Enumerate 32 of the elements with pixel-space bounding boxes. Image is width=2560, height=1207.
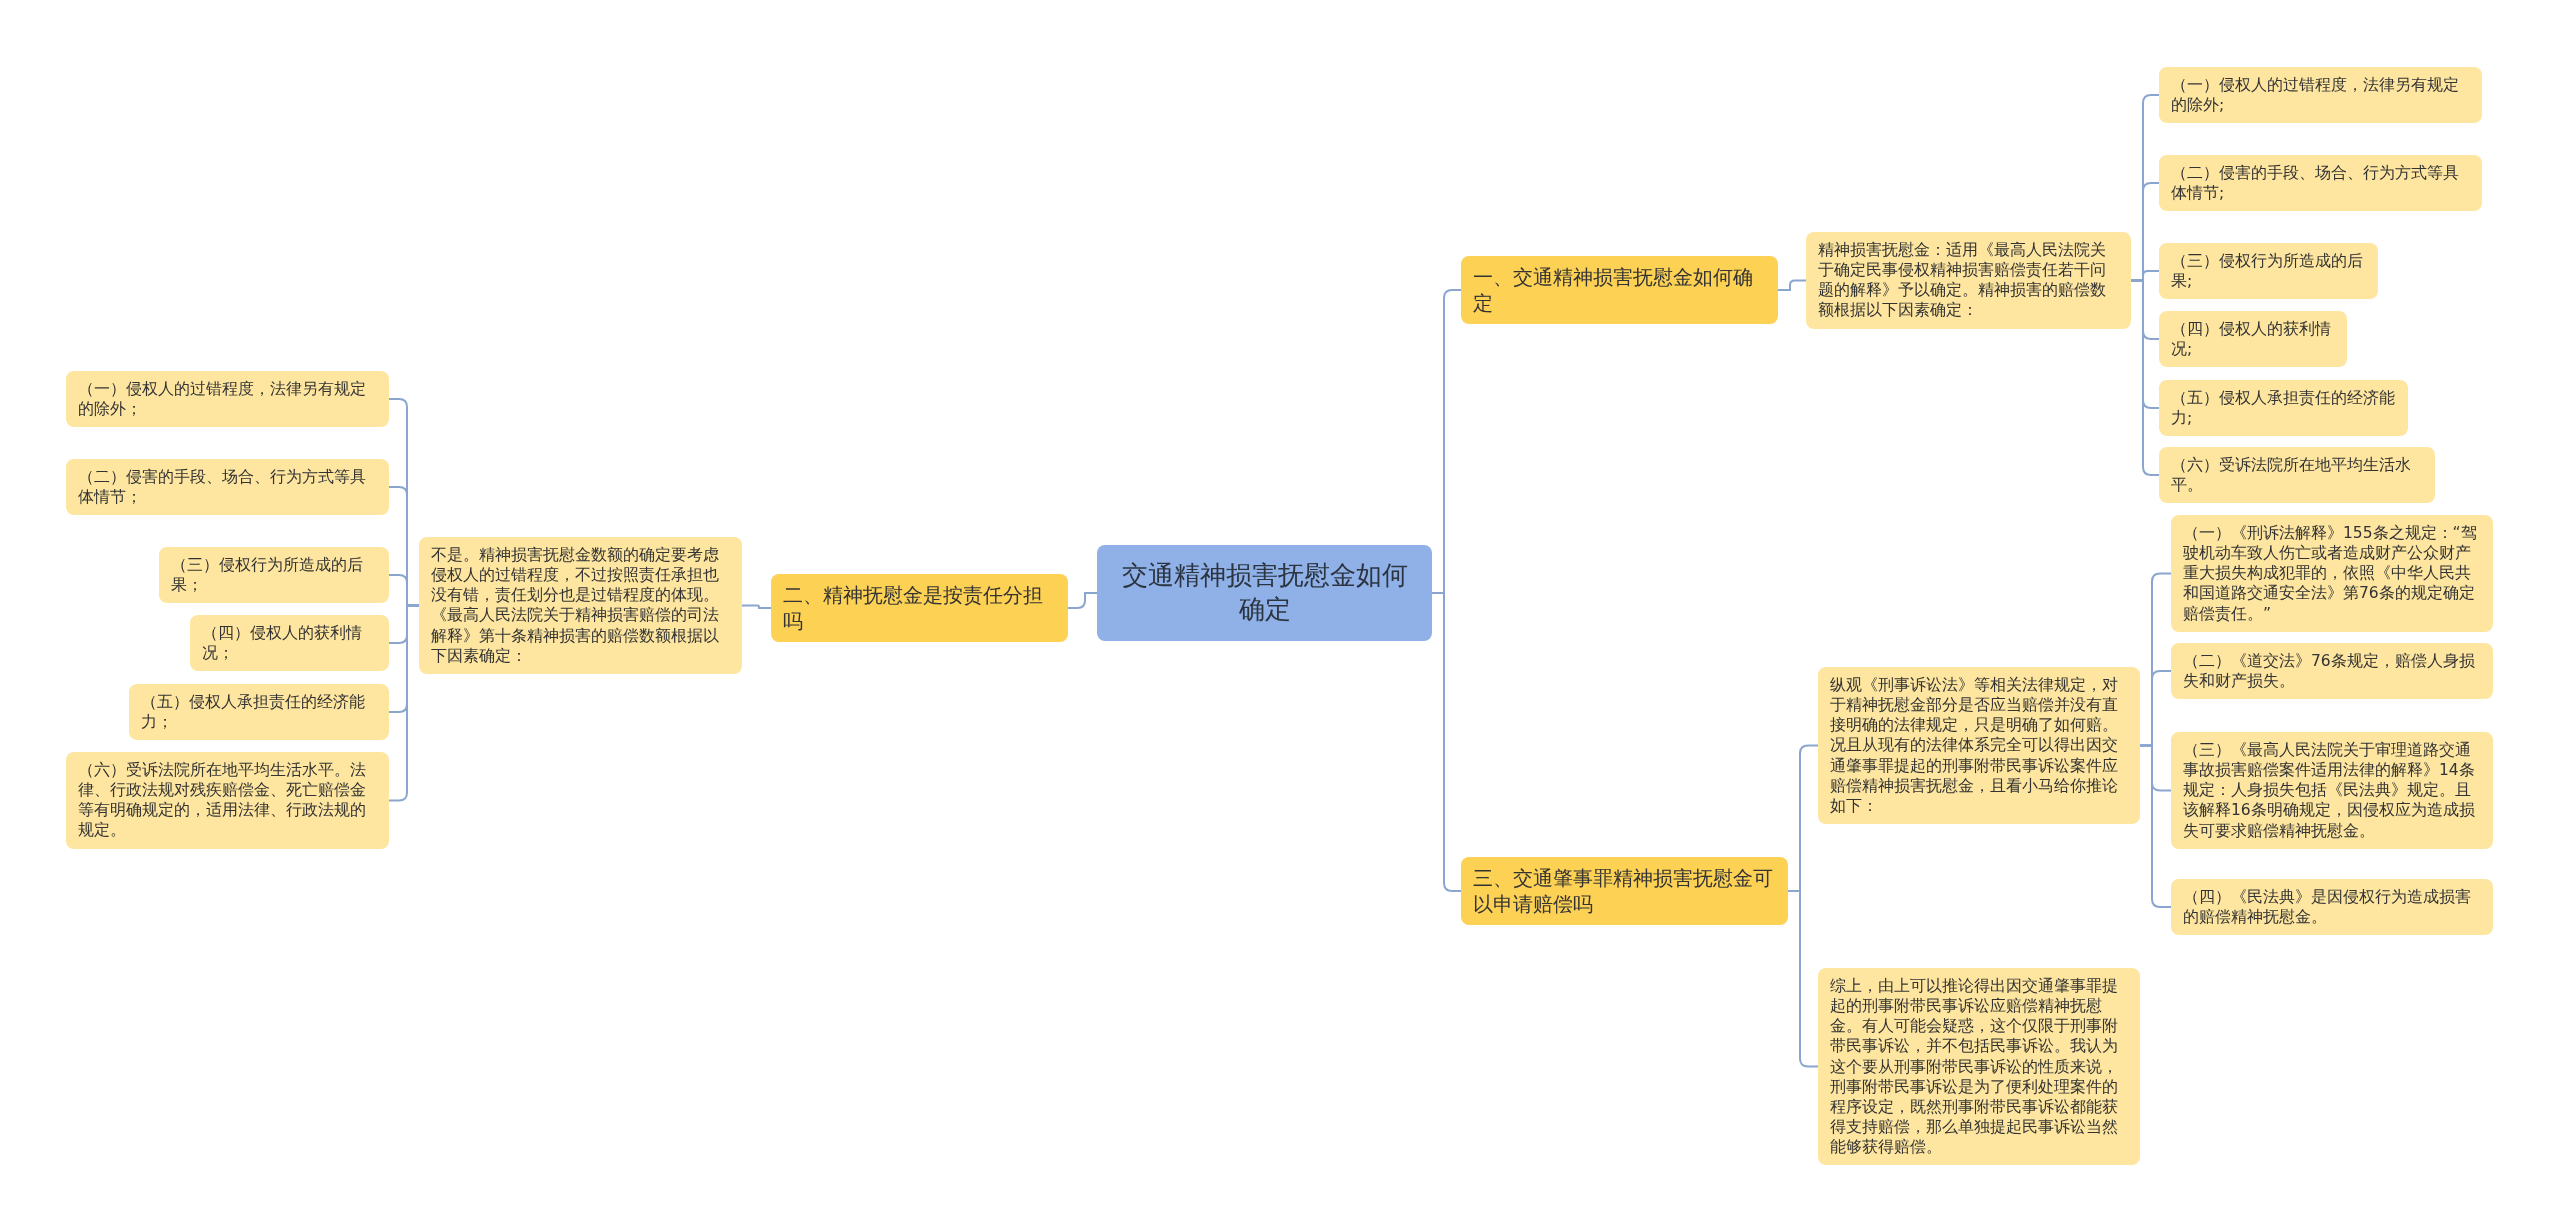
connector-line (2130, 279, 2160, 476)
subtopic-box: （六）受诉法院所在地平均生活水平。 (2159, 447, 2435, 504)
subtopic-box: （四）《民法典》是因侵权行为造成损害的赔偿精神抚慰金。 (2171, 879, 2493, 936)
subtopic-box: （三）侵权行为所造成的后果； (159, 547, 389, 604)
connector-line (388, 604, 420, 802)
subtopic-box: 精神损害抚慰金：适用《最高人民法院关于确定民事侵权精神损害赔偿责任若干问题的解释》予以确定。精神损害的赔偿数额根据以下因素确定： (1806, 232, 2131, 329)
subtopic-box: （二）《道交法》76条规定，赔偿人身损失和财产损失。 (2171, 643, 2493, 700)
connector-line (2139, 744, 2172, 908)
branch-topic-box: 二、精神抚慰金是按责任分担吗 (771, 574, 1068, 642)
connector-line (741, 604, 772, 609)
subtopic-box: （五）侵权人承担责任的经济能力; (2159, 380, 2408, 437)
subtopic-box: 纵观《刑事诉讼法》等相关法律规定，对于精神抚慰金部分是否应当赔偿并没有直接明确的法律规定，只是明确了如何赔。况且从现有的法律体系完全可以得出因交通肇事罪提起的刑事附带民事诉讼案件应赔偿精神损害抚慰金，且看小马给你推论如下： (1818, 667, 2140, 824)
branch-topic-box: 一、交通精神损害抚慰金如何确定 (1461, 256, 1778, 324)
connector-line (1067, 592, 1098, 609)
subtopic-box: （三）《最高人民法院关于审理道路交通事故损害赔偿案件适用法律的解释》14条规定：人身损失包括《民法典》规定。且该解释16条明确规定，因侵权应为造成损失可要求赔偿精神抚慰金。 (2171, 732, 2493, 849)
subtopic-box: （二）侵害的手段、场合、行为方式等具体情节; (2159, 155, 2482, 212)
subtopic-box: （四）侵权人的获利情况； (190, 615, 389, 672)
branch-topic-box: 三、交通肇事罪精神损害抚慰金可以申请赔偿吗 (1461, 857, 1788, 925)
connector-line (1787, 890, 1819, 1068)
subtopic-box: 不是。精神损害抚慰金数额的确定要考虑侵权人的过错程度，不过按照责任承担也没有错，责任划分也是过错程度的体现。《最高人民法院关于精神损害赔偿的司法解释》第十条精神损害的赔偿数额根据以下因素确定： (419, 537, 742, 674)
subtopic-box: （一）《刑诉法解释》155条之规定：“驾驶机动车致人伤亡或者造成财产公众财产重大损失构成犯罪的，依照《中华人民共和国道路交通安全法》第76条的规定确定赔偿责任。” (2171, 515, 2493, 632)
connector-line (1431, 592, 1462, 892)
subtopic-box: （一）侵权人的过错程度，法律另有规定的除外; (2159, 67, 2482, 124)
subtopic-box: （三）侵权行为所造成的后果; (2159, 243, 2378, 300)
subtopic-box: 综上，由上可以推论得出因交通肇事罪提起的刑事附带民事诉讼应赔偿精神抚慰金。有人可能会疑惑，这个仅限于刑事附带民事诉讼，并不包括民事诉讼。我认为这个要从刑事附带民事诉讼的性质来说，刑事附带民事诉讼是为了便利处理案件的程序设定，既然刑事附带民事诉讼都能获得支持赔偿，那么单独提起民事诉讼当然能够获得赔偿。 (1818, 968, 2140, 1166)
connector-line (1777, 279, 1807, 291)
subtopic-box: （二）侵害的手段、场合、行为方式等具体情节； (66, 459, 389, 516)
subtopic-box: （六）受诉法院所在地平均生活水平。法律、行政法规对残疾赔偿金、死亡赔偿金等有明确规定的，适用法律、行政法规的规定。 (66, 752, 389, 849)
subtopic-box: （四）侵权人的获利情况; (2159, 311, 2347, 368)
central-topic-box: 交通精神损害抚慰金如何确定 (1097, 545, 1432, 641)
subtopic-box: （一）侵权人的过错程度，法律另有规定的除外； (66, 371, 389, 428)
subtopic-box: （五）侵权人承担责任的经济能力； (129, 684, 389, 741)
